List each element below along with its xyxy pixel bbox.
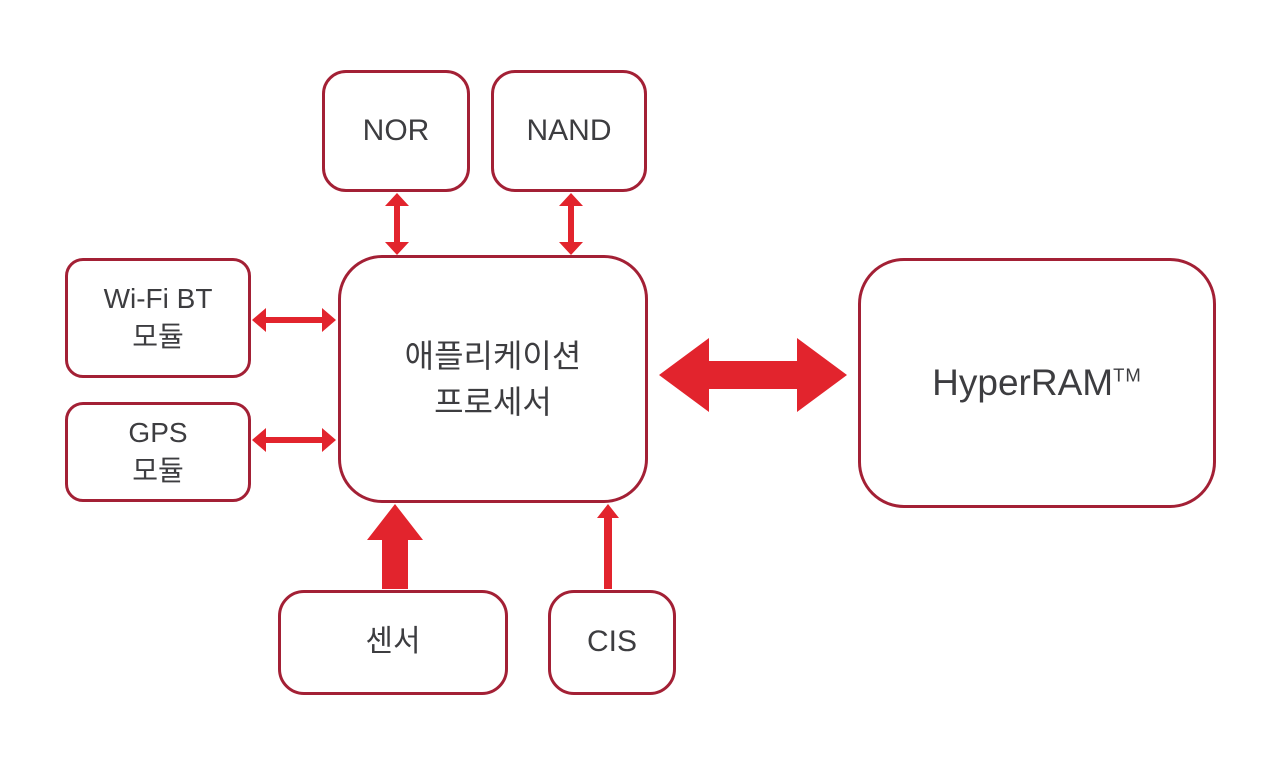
node-wifi-bt-module: Wi-Fi BT 모듈 bbox=[65, 258, 251, 378]
node-gps-label-line1: GPS bbox=[128, 417, 188, 449]
node-gps-label-line2: 모듈 bbox=[132, 455, 184, 486]
node-application-processor-label-line1: 애플리케이션 bbox=[404, 337, 582, 374]
node-wifi-bt-label-line2: 모듈 bbox=[132, 321, 184, 352]
arrow-nand-to-processor-icon bbox=[559, 193, 583, 255]
node-nand: NAND bbox=[491, 70, 647, 192]
node-gps-module: GPS 모듈 bbox=[65, 402, 251, 502]
node-application-processor-label-line2: 프로세서 bbox=[434, 384, 552, 420]
arrow-cis-to-processor-icon bbox=[597, 504, 619, 589]
node-wifi-bt-label-line1: Wi-Fi BT bbox=[103, 283, 213, 315]
node-nor: NOR bbox=[322, 70, 470, 192]
node-cis-label: CIS bbox=[586, 625, 637, 659]
node-hyperram: HyperRAMTM bbox=[858, 258, 1216, 508]
node-hyperram-name: HyperRAM bbox=[932, 362, 1114, 404]
arrow-gps-to-processor-icon bbox=[252, 428, 336, 452]
node-nor-label: NOR bbox=[362, 113, 430, 147]
arrow-sensor-to-processor-icon bbox=[367, 504, 423, 589]
node-sensor-label: 센서 bbox=[365, 625, 421, 659]
node-hyperram-label: HyperRAMTM bbox=[932, 358, 1142, 408]
node-nand-label: NAND bbox=[526, 113, 612, 147]
arrow-wifi-bt-to-processor-icon bbox=[252, 308, 336, 332]
node-application-processor: 애플리케이션 프로세서 bbox=[338, 255, 648, 503]
arrow-processor-to-hyperram-icon bbox=[659, 338, 847, 412]
node-sensor: 센서 bbox=[278, 590, 508, 695]
node-cis: CIS bbox=[548, 590, 676, 695]
node-hyperram-trademark: TM bbox=[1113, 364, 1142, 386]
arrow-nor-to-processor-icon bbox=[385, 193, 409, 255]
